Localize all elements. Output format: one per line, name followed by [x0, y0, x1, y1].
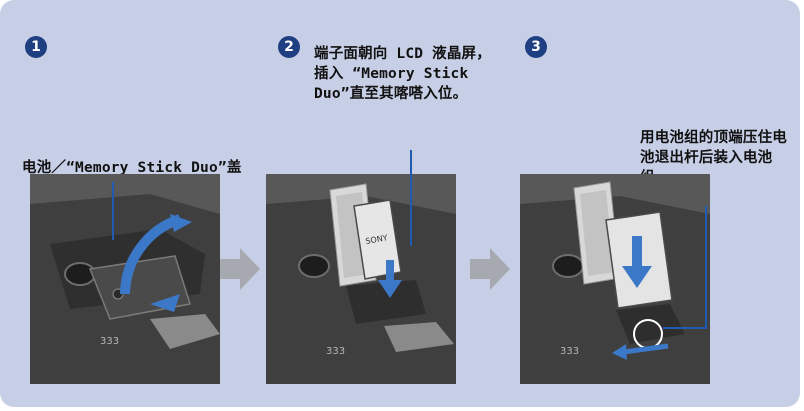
step-1-caption: 电池／“Memory Stick Duo”盖 — [22, 160, 242, 176]
leader-line-step-1 — [112, 182, 114, 240]
svg-text:333: 333 — [326, 346, 345, 357]
svg-text:SONY: SONY — [365, 233, 389, 246]
camera-photo-step-1: 333 — [30, 174, 220, 384]
leader-line-step-3-vertical — [705, 206, 707, 328]
right-arrow-icon — [470, 248, 510, 290]
camera-photo-step-2: SONY 333 — [266, 174, 456, 384]
right-arrow-icon — [220, 248, 260, 290]
leader-line-step-2 — [410, 150, 412, 246]
step-2-badge: 2 — [278, 36, 300, 58]
step-1-badge: 1 — [25, 36, 47, 58]
svg-text:333: 333 — [100, 336, 119, 347]
step-2-caption: 端子面朝向 LCD 液晶屏，插入 “Memory Stick Duo”直至其喀嗒… — [314, 46, 491, 102]
camera-photo-step-3: 333 — [520, 174, 710, 384]
leader-line-step-3-horizontal — [663, 327, 707, 329]
svg-text:333: 333 — [560, 346, 579, 357]
step-3-badge: 3 — [525, 36, 547, 58]
